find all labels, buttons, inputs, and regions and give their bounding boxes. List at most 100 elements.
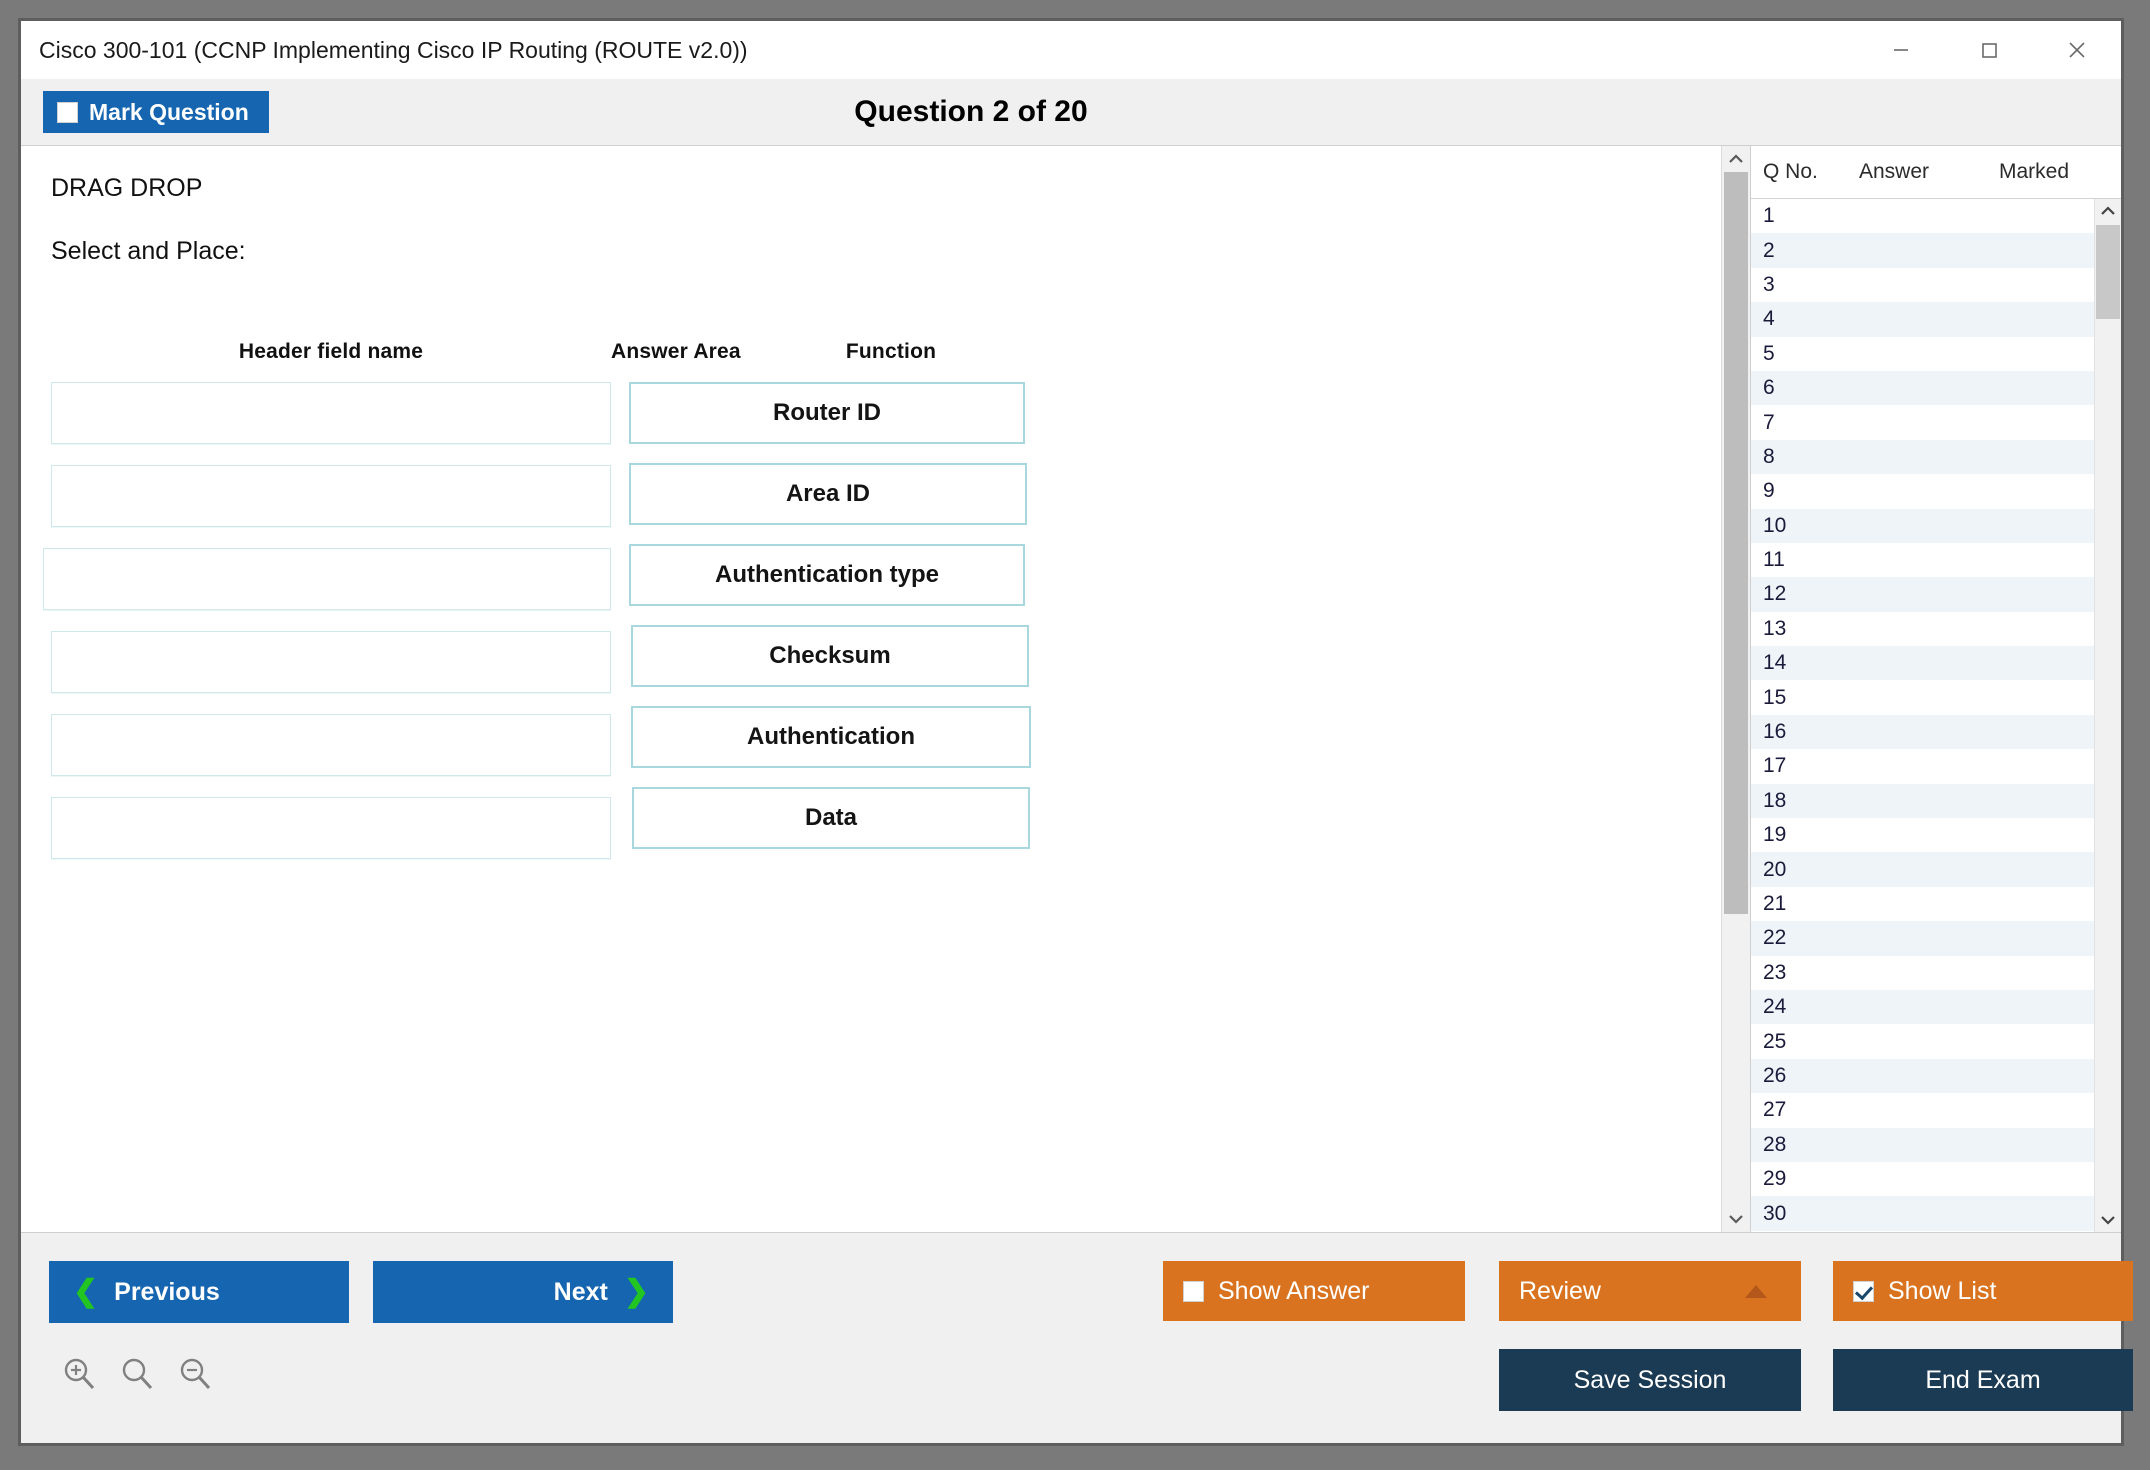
left-column-header: Header field name [238, 340, 424, 363]
question-list-row[interactable]: 27 [1751, 1093, 2094, 1127]
question-number: 6 [1763, 376, 1775, 400]
draggable-item[interactable]: Authentication [631, 706, 1031, 768]
list-scroll-up-button[interactable] [2095, 199, 2121, 223]
column-header-marked: Marked [1999, 160, 2070, 183]
previous-label: Previous [114, 1277, 220, 1306]
draggable-item[interactable]: Router ID [629, 382, 1025, 444]
question-number: 11 [1763, 548, 1785, 572]
drop-slot[interactable] [51, 631, 611, 693]
question-list-row[interactable]: 10 [1751, 508, 2094, 543]
save-session-label: Save Session [1573, 1365, 1727, 1394]
question-number: 12 [1763, 582, 1787, 606]
question-list-row[interactable]: 23 [1751, 956, 2094, 990]
list-scroll-down-button[interactable] [2095, 1208, 2121, 1232]
drop-slot[interactable] [51, 797, 611, 859]
list-scrollbar-thumb[interactable] [2096, 225, 2120, 319]
question-list-row[interactable]: 30 [1751, 1196, 2094, 1231]
show-list-button[interactable]: Show List [1833, 1261, 2133, 1321]
chevron-down-icon [2101, 1216, 2115, 1225]
drop-slot[interactable] [51, 465, 611, 527]
question-list-row[interactable]: 19 [1751, 818, 2094, 852]
question-list-row[interactable]: 29 [1751, 1162, 2094, 1196]
zoom-in-button[interactable] [61, 1355, 99, 1393]
question-list-row[interactable]: 7 [1751, 405, 2094, 439]
question-list-row[interactable]: 6 [1751, 370, 2094, 406]
question-content: DRAG DROP Select and Place: Answer Area … [21, 146, 1721, 880]
question-list-row[interactable]: 4 [1751, 302, 2094, 337]
drop-slot[interactable] [51, 714, 611, 776]
drop-slot[interactable] [51, 382, 611, 444]
question-number: 16 [1763, 720, 1787, 744]
question-number: 15 [1763, 685, 1787, 709]
scroll-up-button[interactable] [1722, 146, 1750, 172]
maximize-icon [1982, 43, 1997, 58]
scroll-down-button[interactable] [1722, 1206, 1750, 1232]
question-list-row[interactable]: 24 [1751, 989, 2094, 1025]
show-answer-label: Show Answer [1218, 1276, 1370, 1305]
question-list-row[interactable]: 16 [1751, 714, 2094, 750]
show-answer-checkbox[interactable] [1183, 1280, 1204, 1302]
mark-question-checkbox[interactable] [57, 101, 78, 123]
question-list-row[interactable]: 22 [1751, 921, 2094, 956]
question-list-row[interactable]: 18 [1751, 783, 2094, 819]
question-list-header: Q No. Answer Marked [1751, 146, 2121, 199]
question-number: 30 [1763, 1201, 1787, 1225]
question-list-row[interactable]: 21 [1751, 887, 2094, 921]
draggable-item[interactable]: Authentication type [629, 544, 1025, 606]
draggable-item[interactable]: Area ID [629, 463, 1027, 525]
question-list-row[interactable]: 5 [1751, 337, 2094, 371]
question-list-row[interactable]: 12 [1751, 577, 2094, 612]
chevron-up-icon [1729, 154, 1743, 163]
question-number: 17 [1763, 754, 1787, 778]
show-answer-button[interactable]: Show Answer [1163, 1261, 1465, 1321]
minimize-button[interactable] [1857, 21, 1945, 79]
triangle-up-icon [1745, 1284, 1767, 1298]
save-session-button[interactable]: Save Session [1499, 1349, 1801, 1411]
scrollbar-thumb[interactable] [1724, 172, 1748, 914]
question-list-row[interactable]: 20 [1751, 852, 2094, 887]
drag-drop-columns: Header field name Function Router I [43, 340, 1231, 880]
question-list-row[interactable]: 8 [1751, 439, 2094, 475]
close-button[interactable] [2033, 21, 2121, 79]
maximize-button[interactable] [1945, 21, 2033, 79]
show-list-checkbox[interactable] [1853, 1280, 1874, 1302]
question-list-row[interactable]: 9 [1751, 474, 2094, 508]
body-area: DRAG DROP Select and Place: Answer Area … [21, 145, 2121, 1233]
zoom-out-button[interactable] [177, 1355, 215, 1393]
question-list-row[interactable]: 13 [1751, 612, 2094, 646]
question-list-row[interactable]: 26 [1751, 1058, 2094, 1094]
next-button[interactable]: Next ❯ [373, 1261, 673, 1323]
drop-slot[interactable] [43, 548, 611, 610]
question-list-row[interactable]: 3 [1751, 268, 2094, 302]
draggable-item[interactable]: Checksum [631, 625, 1029, 687]
draggable-item[interactable]: Data [632, 787, 1030, 849]
mark-question-button[interactable]: Mark Question [43, 91, 269, 133]
content-scrollbar[interactable] [1721, 146, 1750, 1232]
column-header-answer: Answer [1859, 160, 1930, 183]
minimize-icon [1894, 49, 1908, 51]
question-number: 20 [1763, 857, 1787, 881]
question-list-scrollbar[interactable] [2094, 199, 2121, 1232]
question-list-row[interactable]: 17 [1751, 749, 2094, 783]
window-controls [1857, 21, 2121, 79]
question-number: 8 [1763, 444, 1775, 468]
question-number: 10 [1763, 513, 1787, 537]
zoom-reset-button[interactable] [119, 1355, 157, 1393]
end-exam-button[interactable]: End Exam [1833, 1349, 2133, 1411]
question-number: 18 [1763, 788, 1787, 812]
question-number: 22 [1763, 926, 1787, 950]
question-list-row[interactable]: 25 [1751, 1024, 2094, 1058]
review-button[interactable]: Review [1499, 1261, 1801, 1321]
question-list-row[interactable]: 2 [1751, 233, 2094, 268]
question-list-row[interactable]: 11 [1751, 543, 2094, 577]
previous-button[interactable]: ❮ Previous [49, 1261, 349, 1323]
question-list-row[interactable]: 28 [1751, 1127, 2094, 1162]
question-list-row[interactable]: 1 [1751, 199, 2094, 233]
next-label: Next [553, 1277, 608, 1306]
question-list-row[interactable]: 15 [1751, 680, 2094, 714]
question-number: 13 [1763, 616, 1787, 640]
mark-question-label: Mark Question [89, 98, 249, 125]
question-list-row[interactable]: 14 [1751, 646, 2094, 681]
